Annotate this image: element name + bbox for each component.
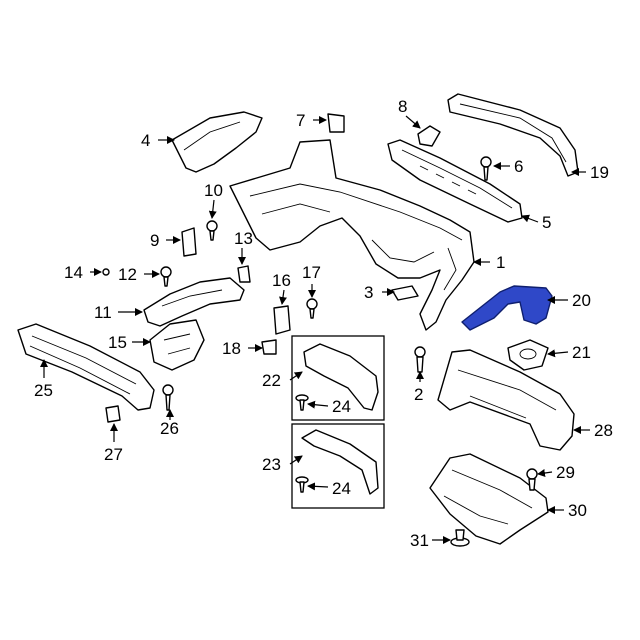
part-15-bracket [149, 319, 205, 371]
leader-lines [40, 115, 590, 544]
callout-17: 17 [302, 263, 321, 282]
part-26-bolt [162, 384, 174, 411]
callout-3: 3 [364, 283, 373, 302]
callout-20: 20 [572, 291, 591, 310]
callout-12: 12 [118, 265, 137, 284]
part-17-screw [306, 298, 318, 319]
callout-13: 13 [234, 229, 253, 248]
part-16-bracket [273, 305, 291, 335]
callout-11: 11 [94, 303, 112, 322]
callout-14: 14 [64, 263, 83, 282]
callout-2: 2 [414, 385, 423, 404]
callout-29: 29 [556, 463, 575, 482]
callout-5: 5 [542, 213, 551, 232]
callout-21: 21 [572, 343, 591, 362]
part-10-screw [206, 220, 218, 241]
callout-19: 19 [590, 163, 609, 182]
callout-labels: 1 2 3 4 5 6 7 8 9 10 11 12 13 14 15 16 1… [34, 97, 613, 550]
part-6-screw [480, 156, 492, 181]
part-25-impact-bar [17, 323, 155, 411]
part-13-clip [237, 265, 251, 283]
callout-9: 9 [150, 231, 159, 250]
callout-30: 30 [568, 501, 587, 520]
part-24-screw-a [295, 394, 309, 411]
part-3-bracket [391, 285, 419, 301]
part-21-bracket [507, 339, 549, 371]
part-14-clip [102, 268, 110, 276]
part-11-side-bracket [143, 277, 245, 327]
callout-4: 4 [141, 131, 150, 150]
callout-15: 15 [108, 333, 127, 352]
callout-16: 16 [272, 271, 291, 290]
part-12-screw [160, 266, 172, 287]
callout-6: 6 [514, 157, 523, 176]
callout-1: 1 [496, 253, 505, 272]
part-23-trim [301, 429, 379, 495]
callout-7: 7 [296, 111, 305, 130]
callout-10: 10 [204, 181, 223, 200]
part-9-bracket [181, 227, 197, 257]
part-20-highlighted-trim [461, 285, 553, 331]
part-24-screw-b [295, 476, 309, 493]
part-1-bumper-cover [229, 139, 475, 331]
part-8-clip [417, 125, 441, 147]
part-29-push-pin [526, 468, 538, 491]
part-22-cover [303, 343, 379, 411]
callout-24-b: 24 [332, 479, 351, 498]
part-18-clip [261, 339, 277, 355]
part-7-bracket [327, 113, 345, 133]
callout-27: 27 [104, 445, 123, 464]
part-2-push-pin [414, 346, 426, 373]
callout-18: 18 [222, 339, 241, 358]
part-30-skid-plate [429, 453, 549, 545]
inset-box-23 [291, 423, 385, 509]
part-28-lower-valance [437, 349, 575, 451]
part-5-absorber [387, 139, 523, 223]
callout-8: 8 [398, 97, 407, 116]
part-4-side-panel [171, 111, 263, 173]
callout-28: 28 [594, 421, 613, 440]
callout-26: 26 [160, 419, 179, 438]
callout-22: 22 [262, 371, 281, 390]
part-19-upper-strip [447, 93, 579, 177]
part-31-push-pin [450, 529, 470, 547]
callout-31: 31 [410, 531, 429, 550]
callout-25: 25 [34, 381, 53, 400]
callout-24-a: 24 [332, 397, 351, 416]
part-27-nut [105, 405, 121, 423]
callout-23: 23 [262, 455, 281, 474]
